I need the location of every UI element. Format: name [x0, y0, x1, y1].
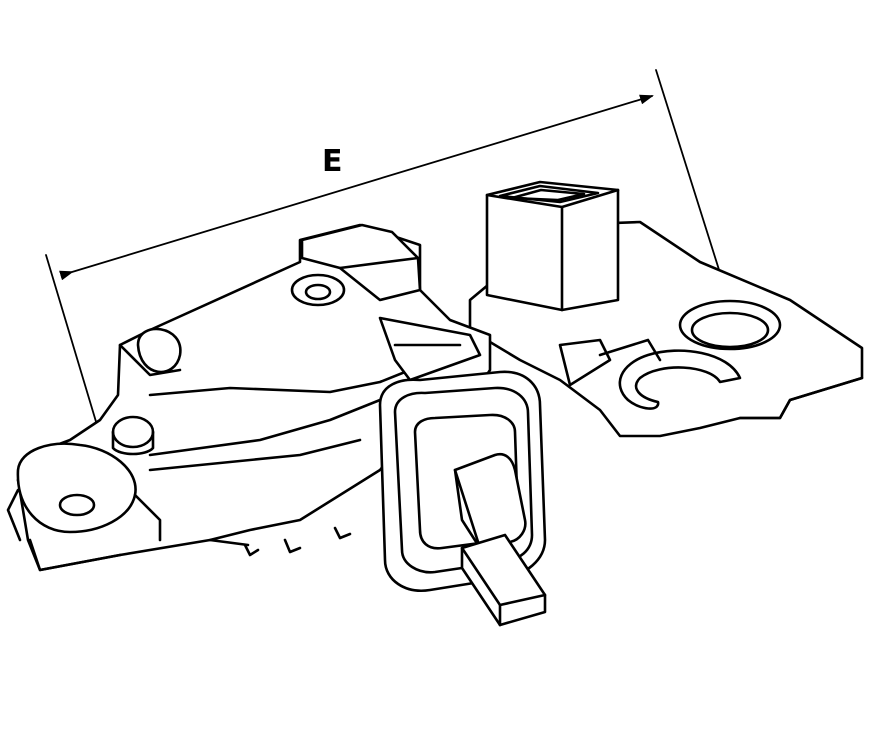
square-terminal-housing: [485, 180, 620, 312]
blade-terminal-lower: [460, 533, 547, 627]
c-clip: [618, 349, 742, 410]
top-hole: [290, 273, 346, 307]
mounting-hole-right: [678, 299, 782, 351]
extension-line-left: [45, 254, 101, 436]
mounting-hole-left: [58, 493, 96, 517]
dimension-label-e: E: [322, 144, 343, 179]
regulator-body: [6, 223, 492, 572]
blade-terminal-upper: [453, 452, 527, 550]
dimension-line: [59, 94, 654, 281]
connector-housing: [378, 370, 547, 627]
small-knob: [111, 415, 155, 449]
